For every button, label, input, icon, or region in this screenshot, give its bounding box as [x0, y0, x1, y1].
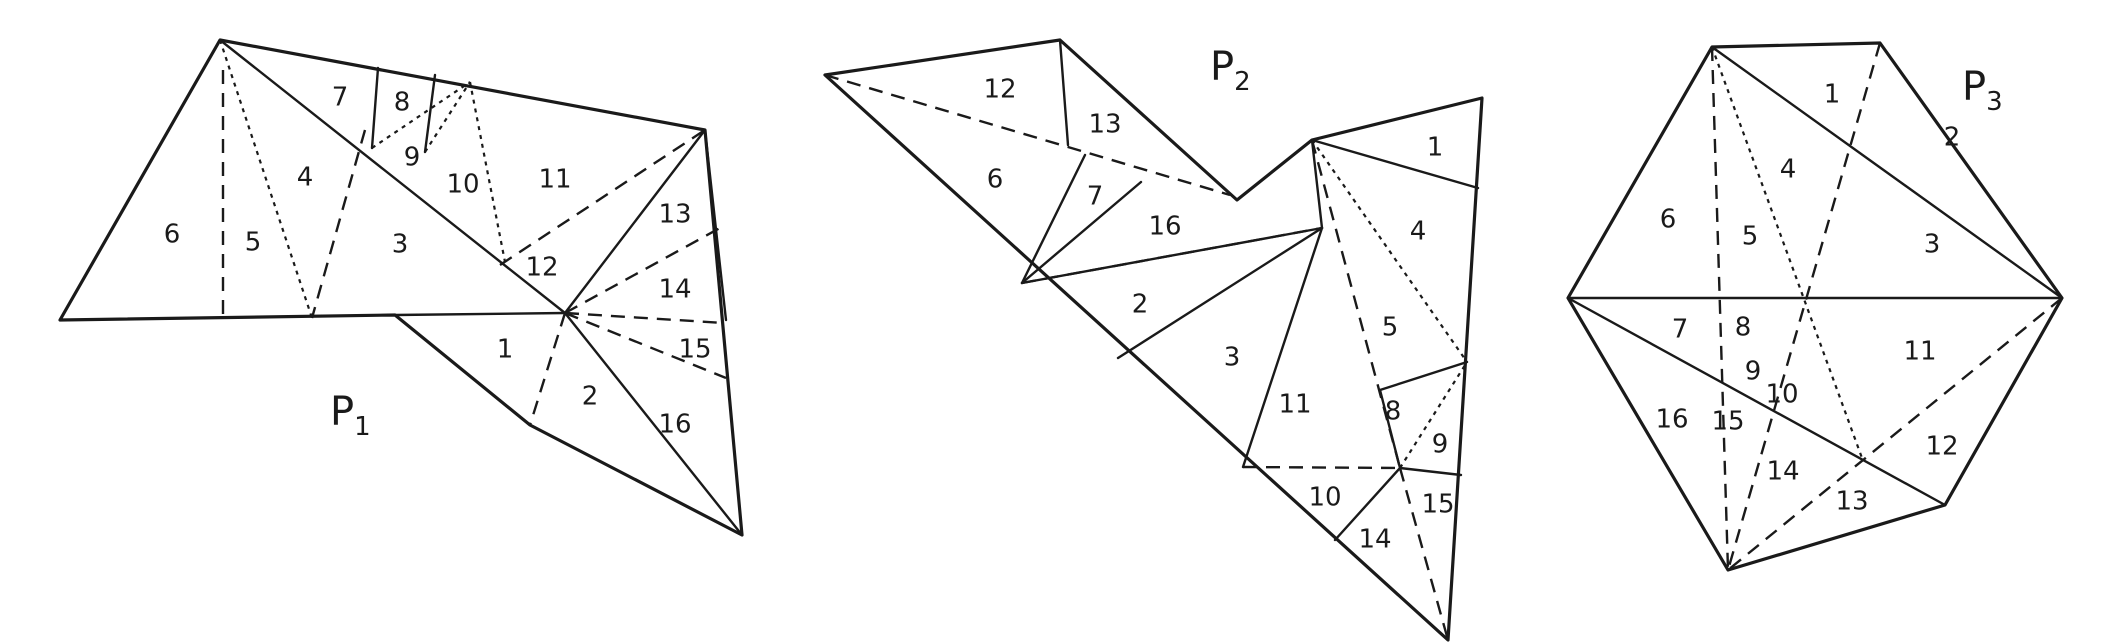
p1-region-label-16: 16 [658, 410, 691, 440]
p2-region-label-10: 10 [1308, 483, 1341, 513]
p3-region-label-7: 7 [1672, 315, 1689, 345]
p3-title: P3 [1962, 64, 2003, 117]
polygon-p3: 1 2 3 4 5 6 7 8 9 10 11 12 13 14 15 16 P… [1566, 41, 2064, 572]
p3-region-label-13: 13 [1835, 487, 1868, 517]
p1-region-label-11: 11 [538, 165, 571, 195]
p3-dotted-edges [1710, 46, 1864, 459]
p2-region-label-2: 2 [1132, 290, 1149, 320]
p1-region-label-4: 4 [297, 163, 314, 193]
p2-dashed-edges [824, 73, 1450, 641]
p3-region-label-6: 6 [1660, 205, 1677, 235]
p2-region-label-1: 1 [1427, 133, 1444, 163]
p3-region-label-5: 5 [1742, 222, 1759, 252]
p2-region-label-13: 13 [1088, 110, 1121, 140]
p1-region-label-6: 6 [164, 220, 181, 250]
p1-region-label-3: 3 [392, 230, 409, 260]
p3-region-label-2: 2 [1944, 123, 1961, 153]
p1-region-label-9: 9 [404, 143, 421, 173]
p1-region-label-10: 10 [446, 170, 479, 200]
p1-region-label-8: 8 [394, 88, 411, 118]
p2-region-label-8: 8 [1385, 397, 1402, 427]
polygon-p2: 1 2 3 4 5 6 7 8 9 10 11 12 13 14 15 16 P… [823, 38, 1484, 642]
p3-solid-edges [1566, 45, 2064, 507]
p1-region-label-7: 7 [332, 83, 349, 113]
p1-solid-edges [218, 38, 744, 537]
p2-region-label-11: 11 [1278, 390, 1311, 420]
p3-region-label-4: 4 [1780, 155, 1797, 185]
p1-dotted-edges [218, 39, 507, 319]
p2-region-label-12: 12 [983, 75, 1016, 105]
p2-region-label-7: 7 [1087, 182, 1104, 212]
p2-region-label-15: 15 [1421, 490, 1454, 520]
p2-region-label-4: 4 [1410, 217, 1427, 247]
p1-title: P1 [330, 389, 371, 442]
p1-region-label-13: 13 [658, 200, 691, 230]
p3-region-label-8: 8 [1735, 313, 1752, 343]
p2-title: P2 [1210, 44, 1251, 97]
p2-dotted-edges [1311, 139, 1468, 469]
p3-region-label-15: 15 [1711, 407, 1744, 437]
p3-dashed-edges [1710, 42, 2063, 571]
p2-region-label-5: 5 [1382, 313, 1399, 343]
p1-dashed-edges [221, 70, 727, 426]
p1-region-label-1: 1 [497, 335, 514, 365]
p2-region-label-9: 9 [1432, 430, 1449, 460]
p2-region-label-14: 14 [1358, 525, 1391, 555]
p3-region-label-16: 16 [1655, 405, 1688, 435]
p1-region-label-14: 14 [658, 275, 691, 305]
p2-region-label-6: 6 [987, 165, 1004, 195]
p1-region-label-2: 2 [582, 382, 599, 412]
polygon-p1: 1 2 3 4 5 6 7 8 9 10 11 12 13 14 15 16 P… [58, 38, 744, 537]
p2-region-label-3: 3 [1224, 343, 1241, 373]
p3-region-label-14: 14 [1766, 457, 1799, 487]
p1-region-label-15: 15 [678, 335, 711, 365]
p1-region-label-5: 5 [245, 228, 262, 258]
p3-region-label-11: 11 [1903, 337, 1936, 367]
p3-region-label-12: 12 [1925, 432, 1958, 462]
p3-region-label-9: 9 [1745, 357, 1762, 387]
p1-region-label-12: 12 [525, 253, 558, 283]
p3-region-label-3: 3 [1924, 230, 1941, 260]
p2-region-label-16: 16 [1148, 212, 1181, 242]
p3-region-label-10: 10 [1765, 380, 1798, 410]
p3-region-label-1: 1 [1824, 80, 1841, 110]
